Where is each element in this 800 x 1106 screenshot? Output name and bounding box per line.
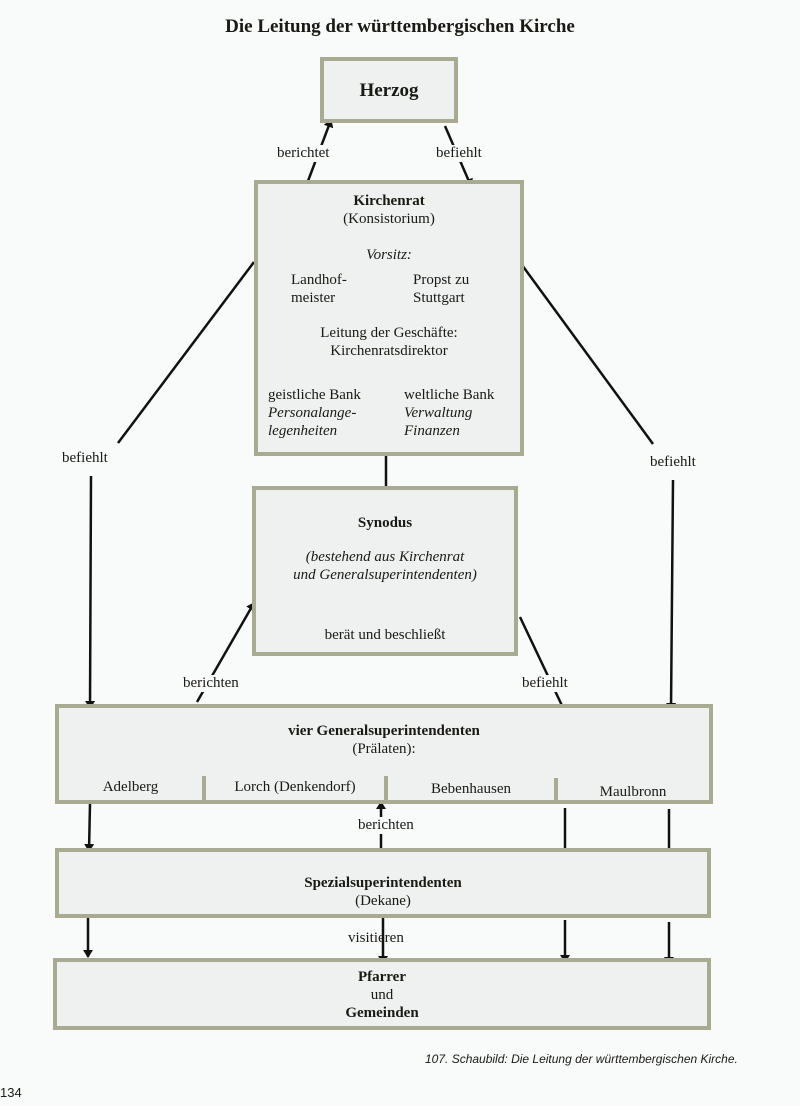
synodus-label: Synodus (357, 515, 413, 531)
vorsitz-left-line: Landhof- (291, 272, 347, 288)
edge-label-berichtet: berichtet (275, 145, 332, 162)
line-kirchenrat-right (520, 264, 655, 445)
vorsitz-left-line: meister (291, 290, 336, 306)
edge-label-berichten-synodus: berichten (181, 675, 241, 692)
geistliche-bank-label: geistliche Bank (268, 387, 361, 403)
spezial-label: Spezialsuperintendenten (304, 875, 462, 891)
pfarrer-line: Pfarrer (357, 969, 407, 985)
figure-caption: 107. Schaubild: Die Leitung der württemb… (425, 1052, 738, 1066)
geistliche-bank-line: legenheiten (268, 423, 338, 439)
vorsitz-landhofmeister: Landhof- meister (291, 271, 347, 307)
pfarrer-line: Gemeinden (345, 1005, 419, 1021)
edge-label-berichten-spezial: berichten (356, 817, 416, 834)
kirchenrat-label: Kirchenrat (353, 193, 425, 209)
synodus-description-line: und Generalsuperintendenten) (293, 567, 477, 583)
weltliche-bank: weltliche Bank Verwaltung Finanzen (404, 386, 494, 440)
page-number: 134 (0, 1085, 22, 1100)
leitung-line: Kirchenratsdirektor (330, 343, 448, 359)
section-maulbronn: Maulbronn (599, 784, 667, 800)
node-generalsuperintendenten: vier Generalsuperintendenten (Prälaten):… (55, 704, 713, 804)
herzog-label: Herzog (359, 80, 419, 101)
synodus-function: berät und beschließt (324, 627, 446, 643)
page-title: Die Leitung der württembergischen Kirche (225, 16, 575, 37)
edge-label-befiehlt-right: befiehlt (648, 454, 698, 471)
weltliche-bank-line: Verwaltung (404, 405, 473, 421)
section-bebenhausen: Bebenhausen (431, 781, 511, 797)
geistliche-bank: geistliche Bank Personalange- legenheite… (268, 386, 361, 440)
arrow-general-spezial-1 (84, 803, 95, 852)
synodus-description: (bestehend aus Kirchenrat und Generalsup… (256, 548, 514, 584)
general-subtitle: (Prälaten): (352, 741, 416, 757)
node-spezialsuperintendenten: Spezialsuperintendenten (Dekane) (55, 848, 711, 918)
synodus-description-line: (bestehend aus Kirchenrat (305, 549, 465, 565)
node-synodus: Synodus (bestehend aus Kirchenrat und Ge… (252, 486, 518, 656)
vorsitz-propst: Propst zu Stuttgart (413, 271, 469, 307)
section-divider (202, 776, 206, 802)
line-kirchenrat-left (117, 261, 255, 444)
arrow-befiehlt-general (518, 616, 568, 715)
pfarrer-text: Pfarrer und Gemeinden (57, 968, 707, 1022)
edge-label-befiehlt-top: befiehlt (434, 145, 484, 162)
node-pfarrer-gemeinden: Pfarrer und Gemeinden (53, 958, 711, 1030)
section-lorch: Lorch (Denkendorf) (234, 779, 356, 795)
edge-label-visitieren: visitieren (348, 930, 404, 946)
leitung-geschaefte: Leitung der Geschäfte: Kirchenratsdirekt… (258, 324, 520, 360)
vorsitz-label: Vorsitz: (366, 247, 412, 263)
edge-label-befiehlt-left: befiehlt (60, 450, 110, 467)
general-label: vier Generalsuperintendenten (288, 723, 480, 739)
geistliche-bank-line: Personalange- (268, 405, 357, 421)
pfarrer-line: und (370, 987, 394, 1003)
edge-label-befiehlt-synodus: befiehlt (520, 675, 570, 692)
kirchenrat-subtitle: (Konsistorium) (343, 211, 435, 227)
vorsitz-right-line: Stuttgart (413, 290, 465, 306)
section-divider (554, 778, 558, 804)
leitung-line: Leitung der Geschäfte: (320, 325, 458, 341)
weltliche-bank-line: Finanzen (404, 423, 460, 439)
spezial-subtitle: (Dekane) (355, 893, 411, 909)
node-kirchenrat: Kirchenrat (Konsistorium) Vorsitz: Landh… (254, 180, 524, 456)
weltliche-bank-label: weltliche Bank (404, 387, 495, 403)
vorsitz-right-line: Propst zu (413, 272, 470, 288)
section-divider (384, 776, 388, 802)
node-herzog: Herzog (320, 57, 458, 123)
section-adelberg: Adelberg (102, 779, 159, 795)
arrow-befiehlt-right (666, 479, 677, 711)
arrow-befiehlt-left (85, 475, 96, 709)
